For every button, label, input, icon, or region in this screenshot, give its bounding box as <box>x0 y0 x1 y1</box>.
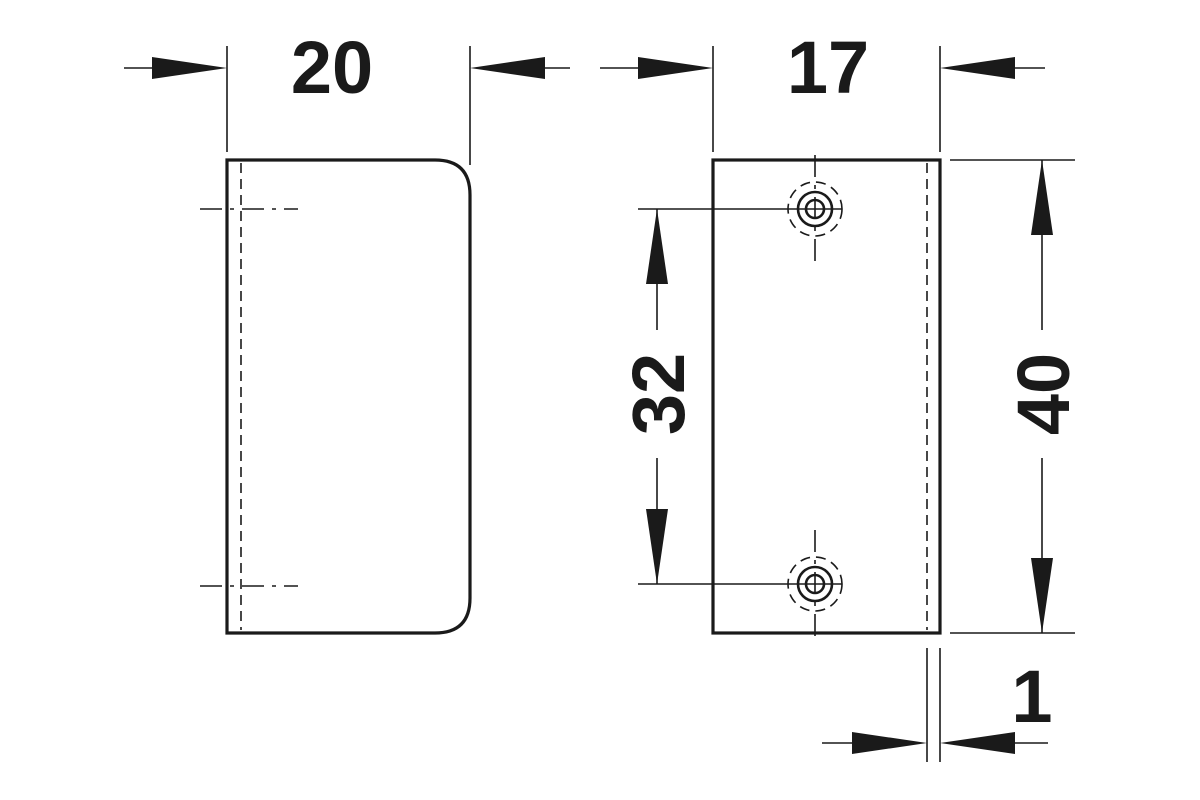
arrowhead <box>470 57 545 79</box>
side-view-outline <box>225 158 472 635</box>
mounting-hole-bottom <box>638 530 843 642</box>
arrowhead <box>1031 558 1053 633</box>
front-view <box>638 155 942 642</box>
dimension-label-thickness: 1 <box>1011 655 1052 738</box>
arrowhead <box>646 509 668 584</box>
dimension-label-width-side: 20 <box>291 26 373 109</box>
arrowhead <box>646 209 668 284</box>
arrowhead <box>638 57 713 79</box>
arrowhead <box>1031 160 1053 235</box>
arrowhead <box>940 57 1015 79</box>
side-view <box>200 158 472 635</box>
dimension-width-side: 20 <box>124 26 570 165</box>
dimension-label-hole-spacing: 32 <box>617 353 700 435</box>
mounting-hole-top <box>638 155 843 262</box>
front-view-outline <box>711 158 942 635</box>
dimension-label-width-front: 17 <box>787 26 869 109</box>
arrowhead <box>852 732 927 754</box>
dimension-height: 40 <box>950 159 1085 634</box>
arrowhead <box>152 57 227 79</box>
dimension-label-height: 40 <box>1002 353 1085 435</box>
dimension-width-front: 17 <box>600 26 1045 152</box>
arrowhead <box>940 732 1015 754</box>
dimension-thickness: 1 <box>822 648 1053 762</box>
dimension-hole-spacing: 32 <box>617 209 700 584</box>
